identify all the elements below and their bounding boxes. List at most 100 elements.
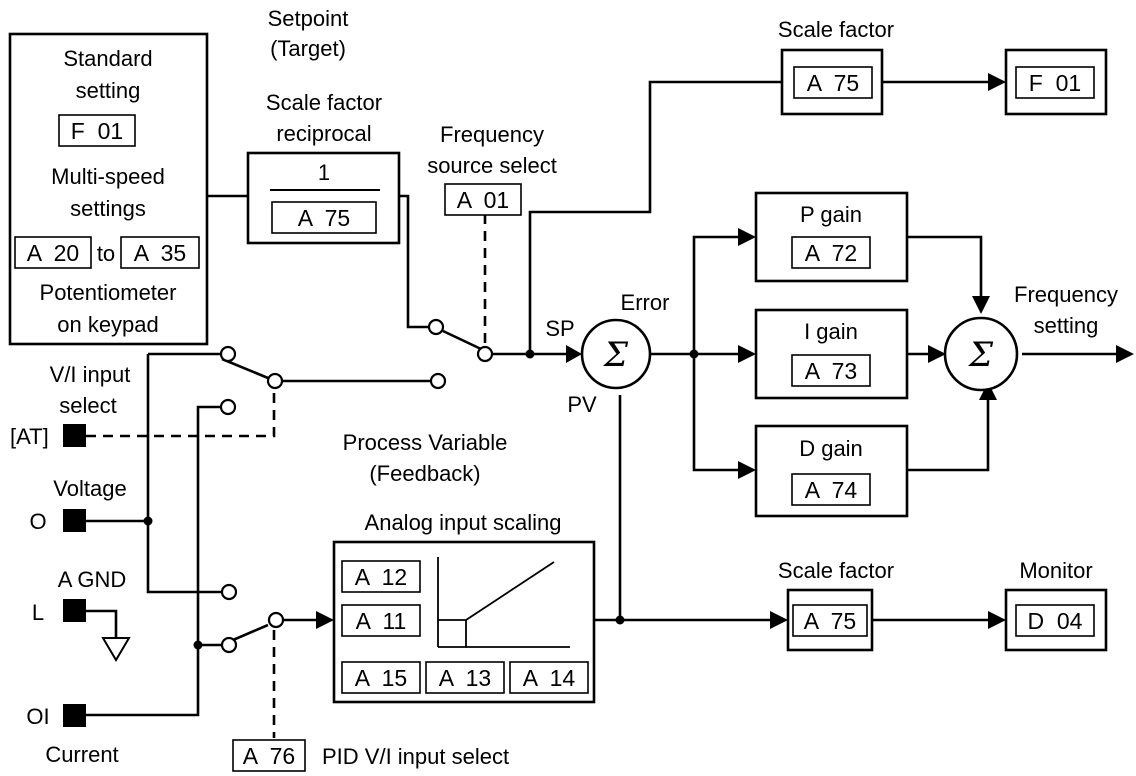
code-a13: A 13	[439, 665, 491, 691]
process-var-label-1: Process Variable	[343, 430, 508, 455]
arrow-p-sum2	[972, 296, 990, 314]
arrow-f01	[988, 73, 1006, 91]
scale-recip-label-1: Scale factor	[266, 90, 382, 115]
setpoint-source-frame	[8, 32, 209, 346]
terminal-oi	[63, 704, 86, 727]
scale-factor-top-label: Scale factor	[778, 17, 894, 42]
ground-icon	[101, 637, 131, 662]
wire-branch-to-d	[692, 354, 740, 472]
potentiometer-label-1: Potentiometer	[40, 280, 177, 305]
code-box-top-a75	[793, 66, 873, 99]
wire-vi-bottom-contact	[196, 405, 222, 645]
code-a72: A 72	[805, 240, 857, 266]
code-a11: A 11	[356, 608, 407, 634]
wire-branch-to-p	[692, 235, 740, 354]
freq-source-switch-blade	[442, 329, 482, 351]
code-a73: A 73	[805, 358, 857, 384]
arrow-output	[1116, 345, 1134, 363]
wires	[86, 80, 1118, 738]
contact-pid-top	[220, 583, 238, 601]
code-box-a35	[120, 236, 200, 269]
contact-freq-in	[427, 318, 445, 336]
code-box-top-f01	[1015, 66, 1095, 99]
arrowheads	[316, 73, 1134, 629]
code-box-a15	[341, 661, 421, 694]
code-a15: A 15	[355, 665, 407, 691]
contact-vi-out	[429, 372, 447, 390]
terminals	[63, 424, 131, 727]
scaling-graph-icon	[437, 557, 570, 648]
freq-setting-label-2: setting	[1034, 313, 1099, 338]
potentiometer-label-2: on keypad	[57, 312, 159, 337]
code-box-a72	[791, 236, 871, 269]
o-terminal-label: O	[29, 509, 46, 534]
code-box-bottom-a75	[792, 604, 868, 637]
setpoint-source-block: Standard setting F 01 Multi-speed settin…	[8, 32, 209, 346]
contact-vi-top	[219, 345, 237, 363]
code-std-f01: F 01	[71, 118, 123, 144]
junction-branch	[689, 349, 699, 359]
switch-contacts	[219, 318, 494, 654]
freq-source-label-2: source select	[427, 153, 557, 178]
vi-input-label-2: select	[59, 393, 116, 418]
standard-setting-label-2: setting	[76, 78, 141, 103]
code-box-a74	[791, 473, 871, 506]
standard-setting-label-1: Standard	[63, 46, 152, 71]
contact-vi-common	[266, 372, 284, 390]
error-label: Error	[621, 290, 670, 315]
monitor-label: Monitor	[1019, 558, 1092, 583]
junctions	[143, 349, 699, 650]
reciprocal-block: Scale factor reciprocal 1 A 75	[246, 90, 401, 245]
junction-o	[143, 516, 153, 526]
code-top-a75: A 75	[807, 70, 859, 96]
analog-scaling-block: A 12 A 11 A 15 A 13 A 14	[332, 540, 596, 704]
contact-vi-bottom	[219, 398, 237, 416]
wire-l-ground	[86, 609, 118, 638]
code-box-a14	[509, 661, 589, 694]
arrow-bottom-scale	[770, 611, 788, 629]
code-a74: A 74	[805, 477, 858, 503]
dash-at-control	[86, 386, 276, 438]
multi-speed-label-2: settings	[70, 196, 146, 221]
arrow-monitor	[988, 611, 1006, 629]
code-box-a12	[341, 560, 421, 593]
multi-speed-label-1: Multi-speed	[51, 164, 165, 189]
code-box-a20	[14, 236, 92, 269]
contact-pid-bottom	[220, 636, 238, 654]
p-gain-label: P gain	[800, 202, 862, 227]
wire-oi-terminal	[86, 643, 222, 717]
pid-vi-switch-blade	[232, 623, 269, 642]
sigma-icon-error: Σ	[602, 335, 629, 375]
code-box-a11	[341, 604, 421, 637]
i-gain-label: I gain	[804, 319, 858, 344]
arrow-sp	[566, 345, 582, 363]
arrow-i-sum2	[928, 345, 946, 363]
terminal-l	[63, 599, 86, 622]
freq-setting-label-1: Frequency	[1014, 282, 1118, 307]
code-a14: A 14	[523, 665, 576, 691]
error-summing-junction	[580, 318, 652, 390]
junction-oi	[193, 640, 203, 650]
setpoint-label-2: (Target)	[270, 36, 346, 61]
arrow-i	[738, 345, 756, 363]
contact-freq-out	[476, 345, 494, 363]
code-d04: D 04	[1028, 608, 1083, 634]
setpoint-label-1: Setpoint	[268, 6, 349, 31]
voltage-label: Voltage	[53, 476, 126, 501]
l-terminal-label: L	[32, 600, 44, 625]
reciprocal-numerator: 1	[318, 160, 330, 185]
vi-switch-blade	[221, 357, 269, 380]
at-terminal-label: [AT]	[10, 424, 49, 449]
wire-d-to-sum2	[907, 395, 990, 472]
arrow-scaling-in	[316, 611, 334, 629]
pv-label: PV	[567, 392, 597, 417]
output-summing-junction	[943, 316, 1019, 392]
sp-label: SP	[545, 316, 574, 341]
pid-vi-select-label: PID V/I input select	[322, 744, 509, 769]
code-a20: A 20	[27, 240, 79, 266]
wire-sp-to-top-scale	[528, 80, 782, 354]
code-box-a13	[425, 661, 505, 694]
code-a35: A 35	[134, 240, 186, 266]
scale-recip-label-2: reciprocal	[276, 121, 371, 146]
junction-sp	[525, 349, 535, 359]
